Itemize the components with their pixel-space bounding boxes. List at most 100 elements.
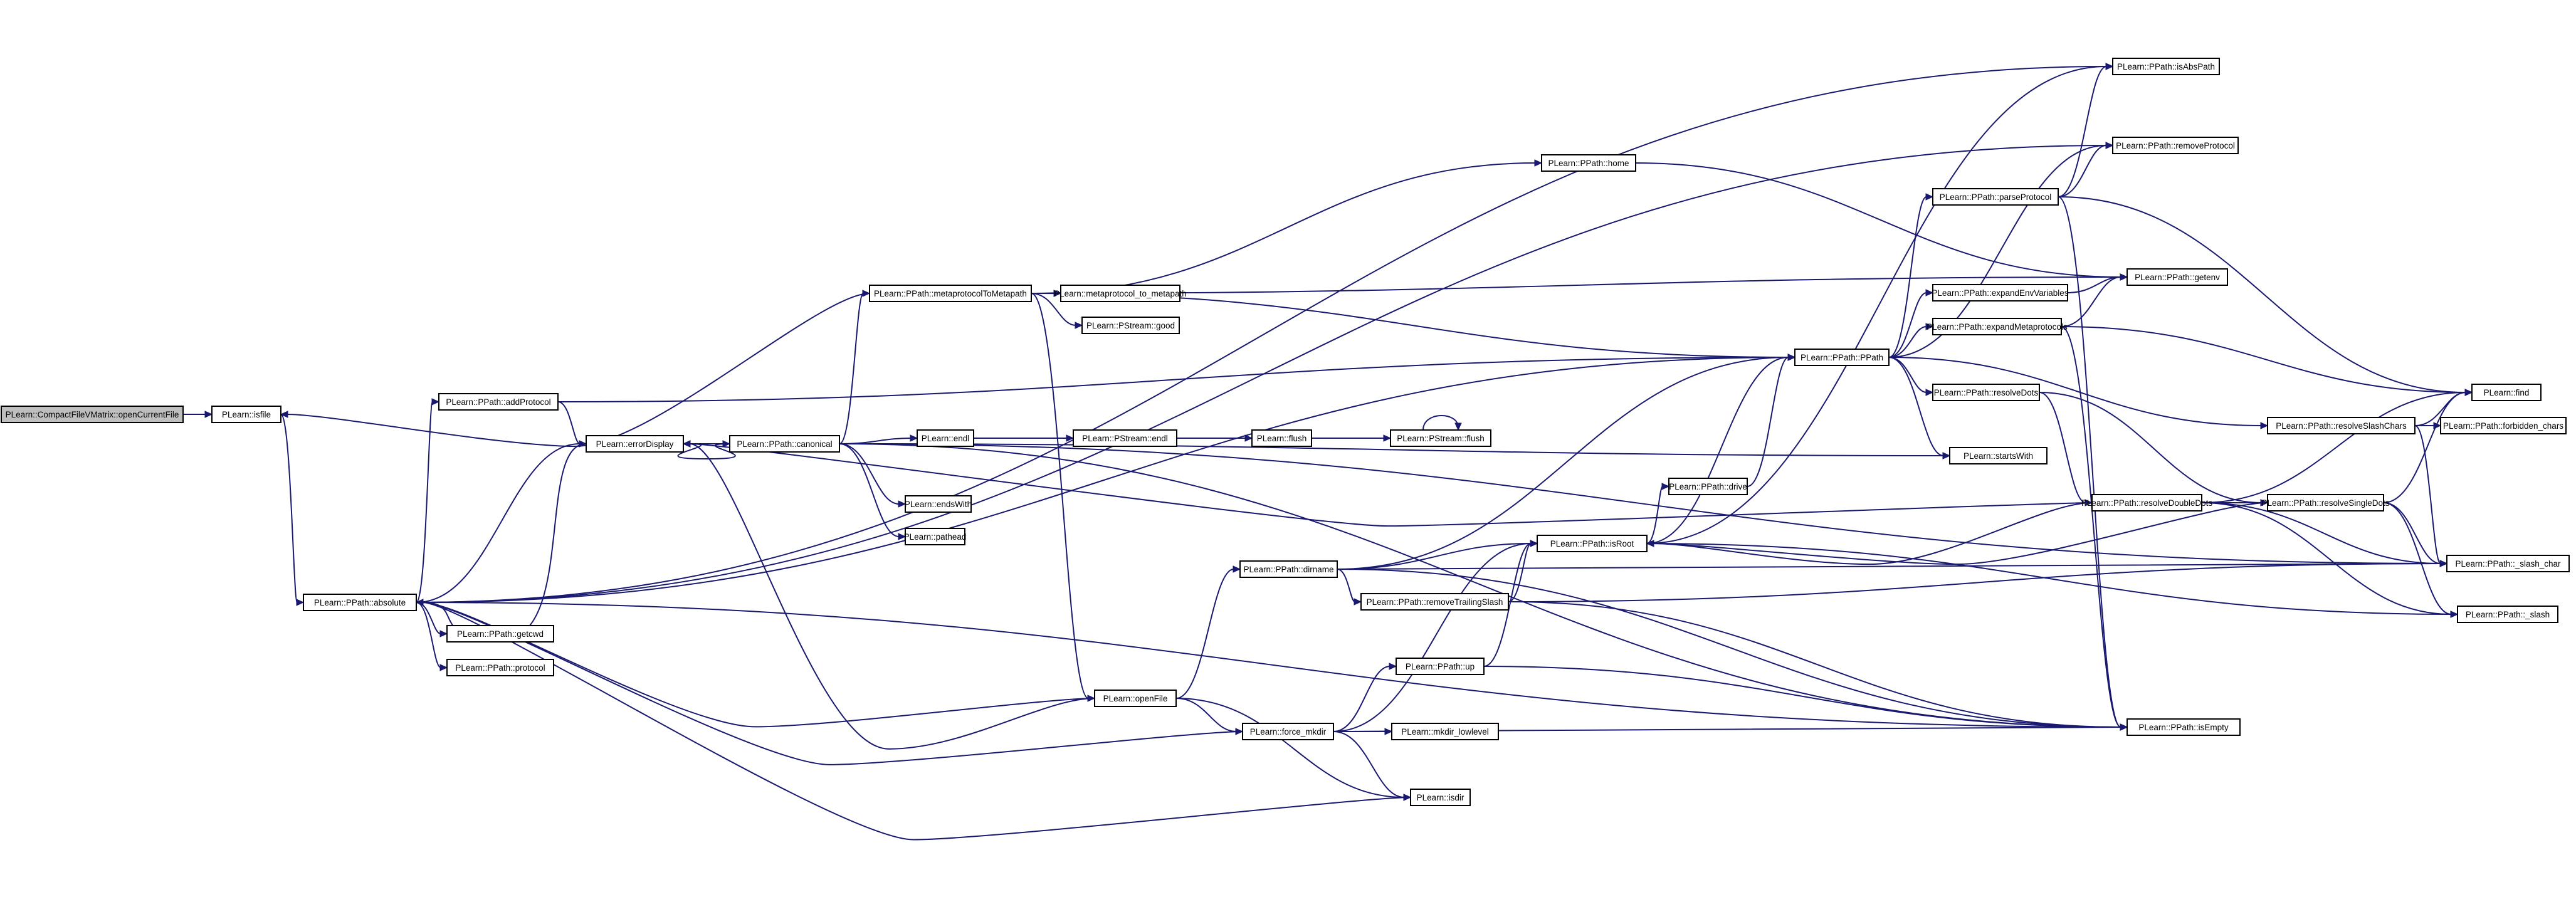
graph-node[interactable]: PLearn::PPath::up [1396,658,1485,675]
node-box [303,594,417,611]
node-box [905,528,965,545]
graph-node[interactable]: PLearn::endsWith [905,495,972,513]
edge-arrowhead [439,664,448,671]
call-edge [557,401,581,444]
graph-node[interactable]: PLearn::PPath::expandMetaprotocols [1927,318,2068,335]
call-edge [1888,292,1927,358]
call-edge [1031,162,1536,294]
edge-arrowhead [1787,354,1796,361]
graph-node[interactable]: PLearn::PPath::resolveDots [1932,384,2040,401]
call-edge [1635,162,2121,278]
edge-arrowhead [415,599,424,606]
node-label: PLearn::PPath::up [1406,662,1475,671]
node-box [446,625,554,643]
call-edge [2383,392,2466,503]
graph-node[interactable]: PLearn::PPath::protocol [446,659,554,676]
graph-node[interactable]: PLearn::find [2471,384,2542,401]
graph-node[interactable]: PLearn::PPath::PPath [1794,349,1890,366]
edge-arrowhead [2464,389,2473,396]
call-edge [839,443,1944,456]
node-label: PLearn::PStream::flush [1397,434,1485,443]
call-edge [1888,357,1944,456]
graph-node[interactable]: PLearn::PStream::good [1081,317,1180,334]
call-edge [1653,502,2093,565]
graph-node[interactable]: PLearn::isfile [211,406,281,423]
node-box [2127,718,2241,736]
node-box [1668,478,1748,495]
graph-node[interactable]: PLearn::PStream::flush [1390,429,1491,447]
graph-node[interactable]: PLearn::pathead [904,528,967,545]
node-label: PLearn::PPath::getcwd [457,629,544,639]
call-edge [1888,196,1927,358]
node-label: PLearn::PPath::isEmpty [2138,723,2229,732]
graph-node[interactable]: PLearn::PPath::removeProtocol [2112,137,2239,154]
edge-arrowhead [1383,434,1392,442]
graph-node[interactable]: PLearn::PPath::drive [1668,478,1748,495]
graph-node[interactable]: PLearn::PPath::canonical [729,435,840,453]
graph-node[interactable]: PLearn::metaprotocol_to_metapath [1054,285,1187,302]
graph-node[interactable]: PLearn::errorDisplay [586,435,684,453]
call-edge [2039,392,2086,503]
graph-node[interactable]: PLearn::PPath::isEmpty [2127,718,2241,736]
graph-node[interactable]: PLearn::PPath::home [1541,154,1636,172]
call-edge [1031,293,1089,699]
graph-node[interactable]: PLearn::force_mkdir [1242,723,1334,740]
graph-node[interactable]: PLearn::PPath::_slash_char [2446,555,2570,572]
call-edge [1653,502,2268,565]
call-edge [677,443,736,460]
graph-node[interactable]: PLearn::isdir [1410,789,1471,806]
graph-node[interactable]: PLearn::PPath::dirname [1239,560,1338,578]
graph-node[interactable]: PLearn::PPath::addProtocol [438,393,559,411]
edge-layer [183,63,2473,841]
graph-node[interactable]: PLearn::PPath::getcwd [446,625,554,643]
graph-node[interactable]: PLearn::mkdir_lowlevel [1391,723,1499,740]
call-edge [1175,698,1405,798]
graph-node[interactable]: PLearn::CompactFileVMatrix::openCurrentF… [1,406,184,423]
graph-node[interactable]: PLearn::PPath::resolveDoubleDots [2081,494,2213,511]
call-edge [2414,425,2441,564]
graph-node[interactable]: PLearn::PPath::resolveSlashChars [2267,417,2416,434]
graph-node[interactable]: PLearn::PPath::expandEnvVariables [1932,284,2069,302]
edge-arrowhead [204,411,213,418]
call-edge [689,443,2093,527]
graph-node[interactable]: PLearn::PPath::getenv [2127,268,2228,286]
edge-arrowhead [1925,323,1934,330]
graph-node[interactable]: PLearn::PPath::absolute [303,594,417,611]
edge-arrowhead [296,599,305,606]
graph-node[interactable]: PLearn::endl [917,429,974,447]
node-label: PLearn::pathead [904,532,967,542]
edge-arrowhead [1075,322,1083,329]
node-label: PLearn::PPath::drive [1669,482,1747,491]
graph-node[interactable]: PLearn::flush [1251,429,1312,447]
graph-node[interactable]: PLearn::PPath::forbidden_chars [2440,417,2567,434]
call-edge [1646,357,1789,544]
call-edge [416,602,441,634]
edge-arrowhead [2260,422,2269,429]
edge-arrowhead [910,434,918,442]
graph-node[interactable]: PLearn::PStream::endl [1073,429,1177,447]
node-label: PLearn::endsWith [905,500,972,509]
graph-node[interactable]: PLearn::PPath::removeTrailingSlash [1360,593,1509,611]
graph-node[interactable]: PLearn::PPath::parseProtocol [1932,188,2059,206]
node-label: PLearn::PStream::good [1086,321,1175,330]
call-edge [2039,392,2262,503]
graph-node[interactable]: PLearn::PPath::metaprotocolToMetapath [869,285,1032,302]
graph-node[interactable]: PLearn::startsWith [1949,447,2048,464]
call-edge [1888,326,1927,358]
graph-node[interactable]: PLearn::PPath::isAbsPath [2112,58,2220,75]
edge-arrowhead [1925,289,1934,296]
node-box [446,659,554,676]
graph-node[interactable]: PLearn::PPath::_slash [2457,606,2558,623]
graph-node[interactable]: PLearn::openFile [1094,690,1177,707]
node-label: PLearn::startsWith [1964,451,2033,461]
edge-arrowhead [1066,434,1075,442]
call-edge [839,443,2441,564]
node-label: PLearn::PStream::endl [1082,434,1168,443]
node-box [2267,417,2416,434]
graph-node[interactable]: PLearn::PPath::isRoot [1537,535,1648,552]
graph-node[interactable]: PLearn::PPath::resolveSingleDots [2261,494,2390,511]
call-edge [1031,293,1076,326]
node-box [1239,560,1338,578]
node-box [2267,494,2384,511]
